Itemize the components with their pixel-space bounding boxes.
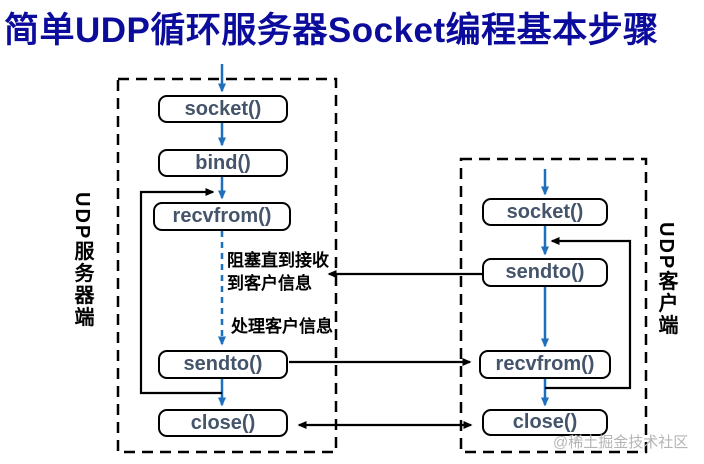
blocking-annotation-line2: 到客户信息	[227, 274, 312, 293]
server-sendto-node: sendto()	[158, 350, 288, 379]
client-recvfrom-node: recvfrom()	[479, 350, 611, 379]
server-recvfrom-node: recvfrom()	[153, 202, 291, 231]
client-socket-node: socket()	[482, 198, 608, 226]
client-sendto-node: sendto()	[482, 258, 608, 287]
client-close-node: close()	[482, 409, 608, 436]
watermark-text: @稀土掘金技术社区	[553, 434, 689, 451]
client-loop-line	[545, 237, 632, 390]
server-close-node: close()	[158, 409, 288, 437]
server-dashed-box	[116, 77, 338, 454]
server-bind-node: bind()	[158, 149, 288, 177]
server-socket-node: socket()	[158, 95, 288, 123]
server-side-label: UDP服务器端	[71, 192, 93, 329]
client-side-label: UDP客户端	[655, 222, 677, 337]
page-title: 简单UDP循环服务器Socket编程基本步骤	[4, 11, 659, 50]
blocking-annotation-line1: 阻塞直到接收	[227, 251, 329, 270]
client-dashed-box	[459, 157, 648, 454]
process-annotation: 处理客户信息	[231, 317, 333, 336]
server-loop-line	[139, 188, 222, 395]
